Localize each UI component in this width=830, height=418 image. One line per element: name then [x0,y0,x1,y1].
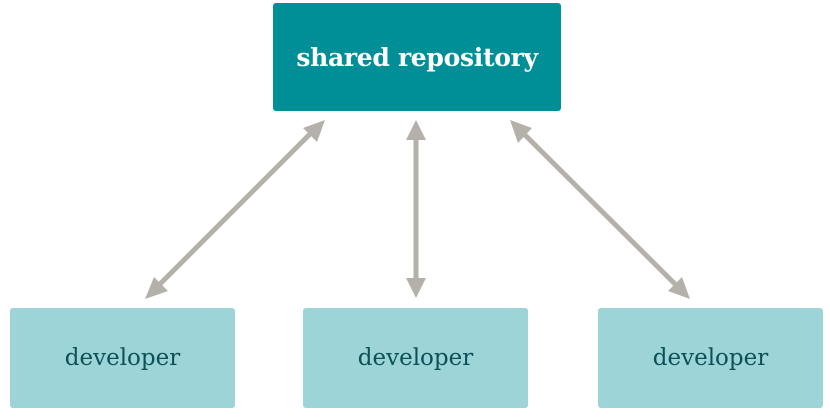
developer-label: developer [652,345,769,371]
developer-label: developer [64,345,181,371]
shared-repository-label: shared repository [296,42,538,72]
developer-box-left: developer [10,308,235,408]
developer-box-right: developer [598,308,823,408]
developer-box-center: developer [303,308,528,408]
arrow-right-developer [510,120,690,299]
developer-label: developer [357,345,474,371]
arrow-center-developer [406,120,426,298]
shared-repository-box: shared repository [273,3,561,111]
arrow-left-developer [145,120,325,299]
